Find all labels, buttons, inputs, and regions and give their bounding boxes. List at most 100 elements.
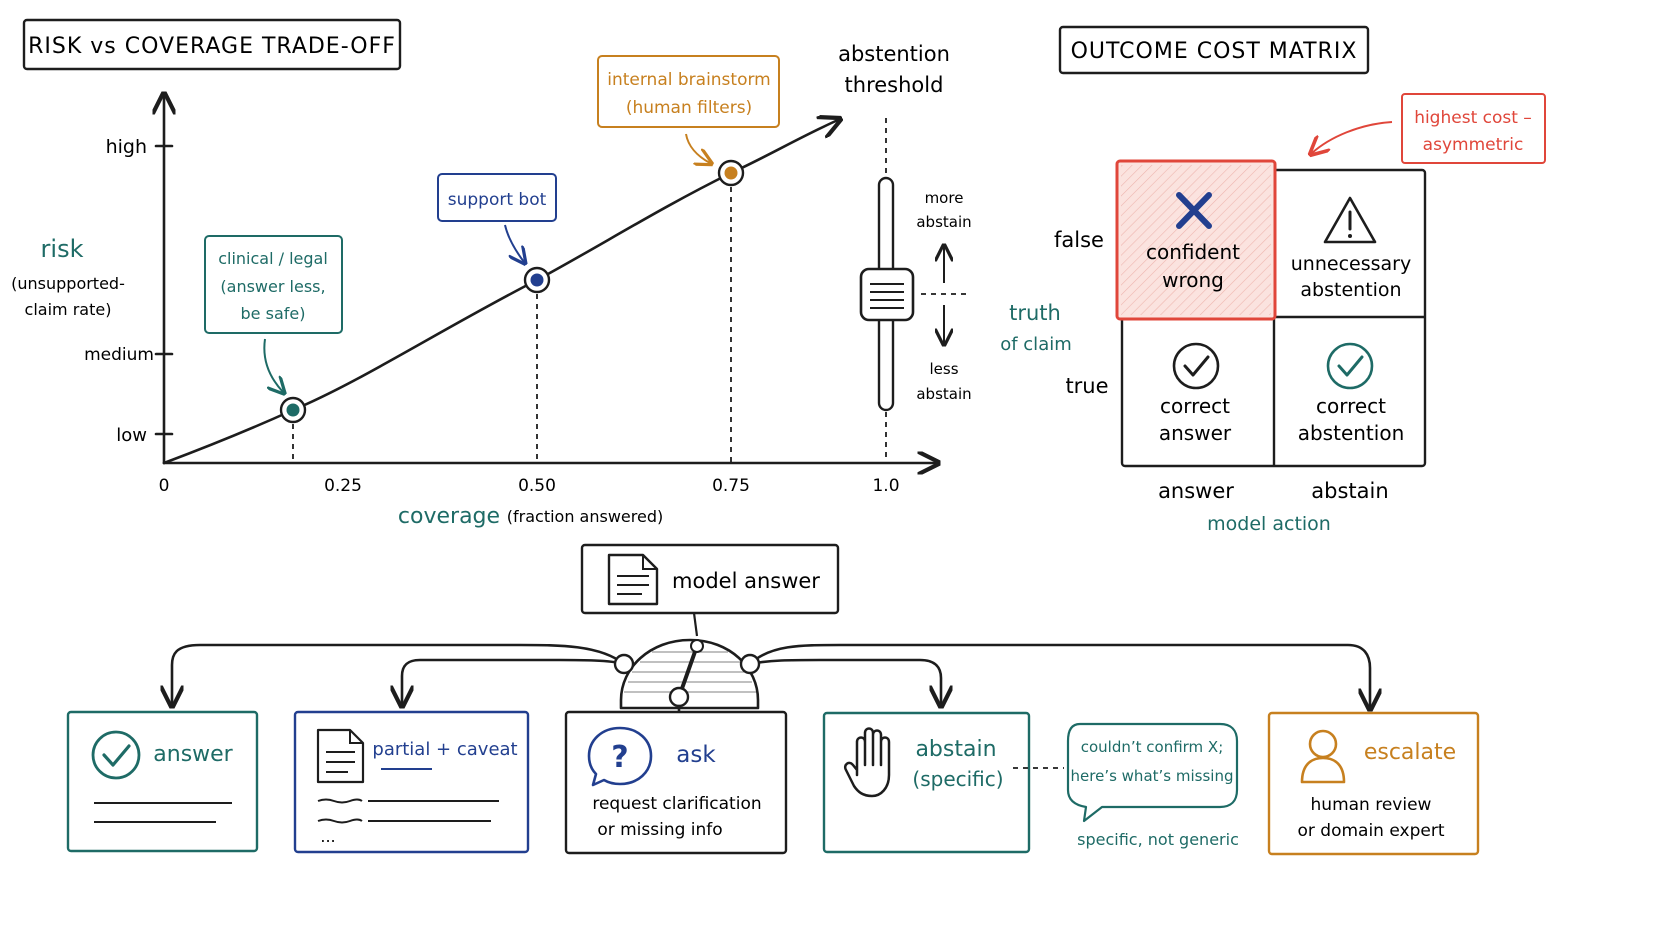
cell-confident-wrong-line2: wrong — [1162, 268, 1224, 292]
callout-internal-arrow — [685, 133, 710, 163]
y-axis-subtitle-line2: claim rate) — [25, 300, 112, 319]
x-axis-title: coverage — [398, 504, 500, 529]
cell-correct-answer-line2: answer — [1159, 421, 1232, 445]
row-title-line2: of claim — [1000, 334, 1072, 355]
y-axis-title: risk — [41, 235, 84, 263]
cell-unnecessary-abstention: unnecessary abstention — [1291, 196, 1411, 301]
threshold-title-line2: threshold — [845, 73, 944, 97]
y-tick-medium: medium — [84, 345, 154, 365]
cell-unnecessary-line2: abstention — [1300, 279, 1401, 301]
cell-correct-abstention-line2: abstention — [1298, 421, 1405, 445]
option-partial-ellipsis: ... — [320, 827, 335, 846]
threshold-slider-handle[interactable] — [859, 267, 915, 322]
callout-clinical-line2: (answer less, — [220, 277, 325, 296]
threshold-title-line1: abstention — [838, 42, 950, 66]
more-abstain-line1: more — [925, 189, 964, 207]
y-tick-high: high — [106, 136, 147, 158]
branch-to-escalate — [748, 643, 1370, 707]
option-escalate: escalate human review or domain expert — [1267, 711, 1480, 856]
option-partial-title: partial + caveat — [372, 739, 517, 760]
check-circle-icon — [91, 730, 141, 780]
callout-internal-line2: (human filters) — [626, 98, 752, 118]
less-abstain-line2: abstain — [916, 385, 971, 403]
option-answer: answer — [66, 710, 259, 853]
branch-to-answer — [172, 643, 626, 704]
callout-internal-line1: internal brainstorm — [607, 70, 771, 90]
x-tick-0-50: 0.50 — [518, 476, 556, 496]
callout-clinical-line3: be safe) — [241, 304, 306, 323]
col-title: model action — [1207, 513, 1331, 535]
x-axis-subtitle: (fraction answered) — [507, 507, 663, 526]
router-gauge — [619, 612, 760, 710]
svg-text:?: ? — [611, 740, 628, 775]
option-escalate-title: escalate — [1364, 740, 1456, 765]
y-tick-low: low — [116, 425, 147, 446]
option-ask: ? ask request clarification or missing i… — [564, 710, 788, 855]
point-internal — [717, 159, 745, 187]
speech-bubble: couldn’t confirm X; here’s what’s missin… — [1066, 722, 1239, 823]
option-abstain-subtitle: (specific) — [912, 767, 1003, 791]
document-icon — [607, 553, 659, 606]
option-ask-desc-line1: request clarification — [592, 794, 761, 814]
x-tick-0-75: 0.75 — [712, 476, 750, 496]
risk-coverage-panel: RISK vs COVERAGE TRADE-OFF high medium l… — [11, 18, 972, 529]
less-abstain-line1: less — [929, 360, 958, 378]
speech-line2: here’s what’s missing — [1071, 767, 1234, 785]
cell-correct-answer-line1: correct — [1160, 394, 1230, 418]
point-clinical — [279, 396, 307, 424]
branch-to-partial — [402, 658, 626, 704]
cell-correct-answer: correct answer — [1159, 342, 1232, 445]
hand-stop-icon — [844, 727, 891, 798]
cell-confident-wrong-line1: confident — [1146, 240, 1240, 264]
branch-to-abstain — [748, 658, 941, 704]
x-tick-0-25: 0.25 — [324, 476, 362, 496]
question-bubble-icon: ? — [587, 726, 653, 787]
router-left-joint — [613, 653, 635, 675]
option-escalate-desc-line2: or domain expert — [1298, 821, 1445, 841]
cell-correct-abstention-line1: correct — [1316, 394, 1386, 418]
callout-support-arrow — [504, 224, 524, 262]
row-title-line1: truth — [1009, 301, 1061, 325]
row-label-false: false — [1054, 228, 1104, 252]
option-ask-title: ask — [676, 742, 716, 768]
highest-cost-arrow — [1312, 121, 1393, 153]
decision-flow-panel: model answer — [66, 543, 1480, 856]
col-label-abstain: abstain — [1311, 479, 1388, 503]
risk-panel-title-box — [22, 18, 402, 71]
col-label-answer: answer — [1158, 479, 1234, 503]
callout-support-label: support bot — [448, 190, 547, 210]
option-answer-title: answer — [153, 742, 233, 767]
row-label-true: true — [1065, 374, 1108, 398]
warning-icon — [1323, 196, 1377, 244]
speech-line1: couldn’t confirm X; — [1081, 738, 1224, 756]
model-answer-label: model answer — [672, 569, 820, 593]
callout-support-box — [437, 173, 557, 222]
x-mark-icon — [1176, 192, 1212, 229]
matrix-title: OUTCOME COST MATRIX — [1071, 39, 1358, 64]
option-escalate-desc-line1: human review — [1311, 795, 1432, 815]
option-abstain: abstain (specific) — [822, 711, 1031, 854]
cell-correct-abstention: correct abstention — [1298, 342, 1405, 445]
person-icon — [1300, 729, 1346, 784]
cell-unnecessary-line1: unnecessary — [1291, 253, 1411, 275]
risk-panel-title: RISK vs COVERAGE TRADE-OFF — [28, 34, 396, 59]
check-circle-icon — [1172, 342, 1220, 390]
callout-clinical-line1: clinical / legal — [218, 249, 328, 268]
callout-clinical-box — [204, 235, 343, 334]
x-tick-1-0: 1.0 — [872, 476, 899, 496]
document-icon — [316, 728, 365, 784]
callout-clinical-arrow — [263, 338, 283, 392]
highest-cost-note-box — [1401, 93, 1546, 164]
y-axis-subtitle-line1: (unsupported- — [11, 274, 125, 293]
highest-cost-note-line1: highest cost – — [1414, 108, 1532, 128]
option-ask-desc-line2: or missing info — [597, 820, 722, 840]
matrix-title-box — [1058, 25, 1370, 75]
option-partial-caveat: partial + caveat ... — [293, 710, 530, 854]
more-abstain-line2: abstain — [916, 213, 971, 231]
speech-note: specific, not generic — [1077, 830, 1239, 849]
x-tick-0: 0 — [159, 476, 170, 496]
outcome-matrix-panel: OUTCOME COST MATRIX highest cost – asymm… — [1000, 25, 1546, 535]
highest-cost-note-line2: asymmetric — [1423, 135, 1524, 155]
option-abstain-title: abstain — [915, 737, 996, 762]
